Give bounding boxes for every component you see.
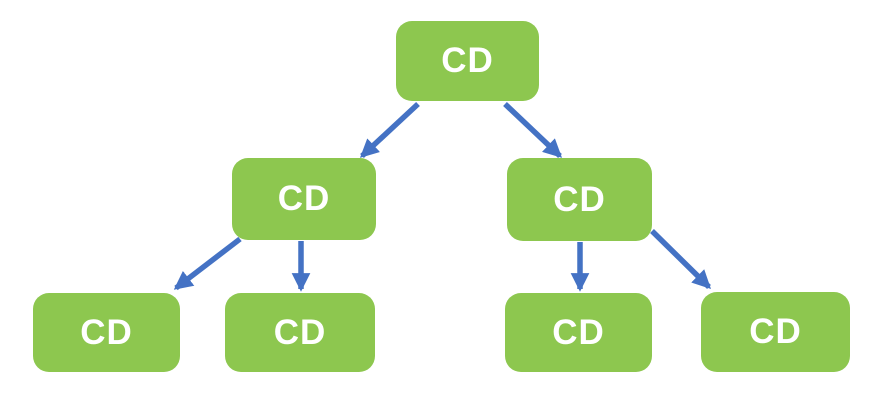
tree-node-leaf-2: CD [225, 293, 375, 372]
tree-node-child-left: CD [232, 158, 376, 240]
edge-child-left-to-leaf-1 [173, 236, 242, 291]
tree-node-child-left-label: CD [277, 179, 331, 218]
tree-node-leaf-3-label: CD [552, 312, 605, 352]
tree-node-leaf-1-label: CD [80, 312, 133, 352]
edge-root-to-child-left [359, 101, 420, 159]
tree-node-leaf-1: CD [33, 293, 180, 372]
tree-node-leaf-4-label: CD [749, 312, 802, 351]
edge-root-to-child-right [503, 102, 563, 158]
tree-node-root: CD [396, 21, 539, 101]
tree-node-child-right-label: CD [553, 179, 606, 219]
tree-node-root-label: CD [441, 41, 494, 80]
tree-node-child-right: CD [507, 158, 652, 241]
edge-child-right-to-leaf-4 [650, 229, 712, 289]
tree-node-leaf-4: CD [701, 292, 850, 372]
tree-node-leaf-2-label: CD [273, 312, 327, 352]
tree-node-leaf-3: CD [505, 293, 652, 372]
